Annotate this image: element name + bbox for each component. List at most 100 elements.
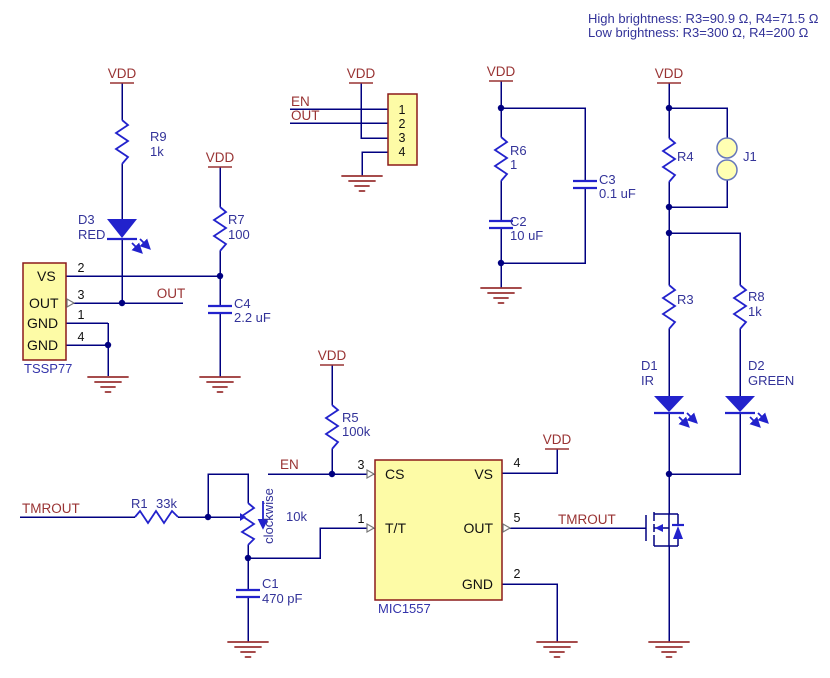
vdd-symbol-mic-vs: VDD xyxy=(543,432,571,450)
ground-icon xyxy=(227,641,269,658)
resistor-ref: R1 xyxy=(131,496,148,511)
resistor-ref: R8 xyxy=(748,289,765,304)
ic-body xyxy=(22,262,67,361)
wire-header-block xyxy=(290,83,388,176)
header-connector: 1 2 3 4 xyxy=(387,93,418,166)
pin-number-out: 5 xyxy=(514,511,521,525)
resistor-r7: R7 100 xyxy=(212,206,250,252)
junction-dot xyxy=(244,554,252,562)
resistor-value: 33k xyxy=(156,496,177,511)
vdd-symbol-r9: VDD xyxy=(108,66,136,84)
cap-value: 10 uF xyxy=(510,228,543,243)
jumper-j1: J1 xyxy=(716,137,757,181)
resistor-symbol xyxy=(212,206,228,252)
net-label-en: EN xyxy=(291,94,310,109)
resistor-symbol xyxy=(732,284,748,330)
led-d3: D3 RED xyxy=(78,212,151,254)
vdd-symbol-bypass: VDD xyxy=(487,64,516,82)
mosfet-q1 xyxy=(645,512,684,547)
resistor-symbol xyxy=(114,119,130,165)
led-ref: D1 xyxy=(641,358,658,373)
led-emission-arrow xyxy=(131,242,143,254)
resistor-ref: R4 xyxy=(677,149,694,164)
ground-icon xyxy=(480,287,522,304)
pot-symbol xyxy=(240,502,256,546)
ground-icon xyxy=(536,641,578,658)
cap-ref: C2 xyxy=(510,214,527,229)
resistor-value: 100 xyxy=(228,227,250,242)
led-triangle xyxy=(654,396,684,412)
jumper-pad xyxy=(716,159,738,181)
led-d2: D2 GREEN xyxy=(725,358,794,428)
pin-number-gnd1: 1 xyxy=(78,308,85,322)
resistor-symbol xyxy=(493,136,509,182)
resistor-r6: R6 1 xyxy=(493,136,527,182)
connector-pin-1: 1 xyxy=(399,103,406,117)
junction-dot xyxy=(665,203,673,211)
pin-number-cs: 3 xyxy=(358,458,365,472)
ic-mic1557: CS T/T VS OUT GND 3 1 4 5 2 MIC1557 xyxy=(358,456,521,616)
resistor-value: 100k xyxy=(342,424,371,439)
connector-pin-2: 2 xyxy=(399,117,406,131)
mosfet-body-diode xyxy=(673,526,683,539)
junction-dot xyxy=(665,470,673,478)
pin-name-out: OUT xyxy=(29,295,59,311)
led-emission-arrow xyxy=(139,238,151,250)
ground-icon xyxy=(648,641,690,658)
resistor-value: 1 xyxy=(510,157,517,172)
cap-value: 2.2 uF xyxy=(234,310,271,325)
net-label-out: OUT xyxy=(291,108,320,123)
pin-name-tt: T/T xyxy=(385,520,406,536)
junction-dots xyxy=(104,104,673,562)
pin-number-gnd2: 4 xyxy=(78,330,85,344)
cap-value: 0.1 uF xyxy=(599,186,636,201)
resistor-r1: R1 33k xyxy=(131,496,179,525)
ic-name: TSSP77 xyxy=(24,361,72,376)
junction-dot xyxy=(497,259,505,267)
trimmer-pot: clockwise 10k xyxy=(240,488,307,546)
resistor-value: 1k xyxy=(748,304,762,319)
capacitor-c2: C2 10 uF xyxy=(489,214,543,243)
resistor-symbol xyxy=(661,137,677,183)
led-emission-arrow xyxy=(686,412,698,424)
resistor-ref: R6 xyxy=(510,143,527,158)
pot-wiper-arrow xyxy=(240,513,246,521)
cap-ref: C1 xyxy=(262,576,279,591)
resistor-r4: R4 xyxy=(661,137,694,183)
led-emission-arrow xyxy=(678,416,690,428)
junction-dot xyxy=(216,272,224,280)
pin-name-vs: VS xyxy=(474,466,493,482)
led-triangle xyxy=(725,396,755,412)
net-label-tmrout: TMROUT xyxy=(22,501,80,516)
pin-direction-marker xyxy=(366,468,376,480)
led-color: IR xyxy=(641,373,654,388)
resistor-r5: R5 100k xyxy=(324,404,371,450)
resistor-r3: R3 xyxy=(661,284,694,330)
connector-body xyxy=(387,93,418,166)
led-emission-arrow xyxy=(757,412,769,424)
resistor-symbol xyxy=(661,284,677,330)
connector-pin-3: 3 xyxy=(399,131,406,145)
net-label-tmrout: TMROUT xyxy=(558,512,616,527)
pin-number-gnd: 2 xyxy=(514,567,521,581)
vdd-label: VDD xyxy=(487,64,516,79)
resistor-value: 1k xyxy=(150,144,164,159)
capacitor-c3: C3 0.1 uF xyxy=(573,172,636,201)
vdd-symbol-leds: VDD xyxy=(655,66,683,84)
resistor-ref: R3 xyxy=(677,292,694,307)
ic-name: MIC1557 xyxy=(378,601,431,616)
pin-name-out: OUT xyxy=(463,520,493,536)
pin-name-gnd: GND xyxy=(462,576,493,592)
led-color: RED xyxy=(78,227,105,242)
led-triangle xyxy=(107,219,137,238)
vdd-symbol-header: VDD xyxy=(347,66,375,84)
vdd-label: VDD xyxy=(206,150,235,165)
wires xyxy=(20,81,741,642)
wire-timer-block xyxy=(248,365,646,642)
pin-name-vs: VS xyxy=(37,268,56,284)
resistor-symbol xyxy=(134,509,179,525)
connector-pin-4: 4 xyxy=(399,145,406,159)
resistor-ref: R9 xyxy=(150,129,167,144)
junction-dot xyxy=(118,299,126,307)
